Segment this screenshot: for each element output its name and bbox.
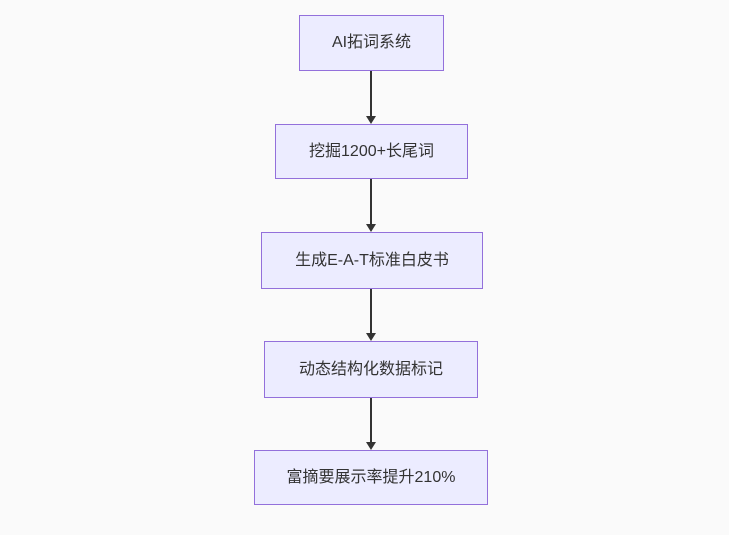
- edge-line: [370, 71, 372, 116]
- flowchart-node-label: 动态结构化数据标记: [298, 360, 443, 378]
- flowchart-edge-c-d: [365, 289, 377, 341]
- flowchart-node-ai-word-expansion: AI拓词系统: [299, 15, 444, 71]
- flowchart-node-label: AI拓词系统: [331, 34, 412, 52]
- arrowhead-down-icon: [366, 442, 376, 450]
- flowchart-edge-b-c: [365, 179, 377, 232]
- flowchart-node-rich-snippet-rate: 富摘要展示率提升210%: [254, 450, 488, 505]
- flowchart-node-label: 挖掘1200+长尾词: [309, 142, 434, 160]
- flowchart-node-label: 富摘要展示率提升210%: [286, 468, 456, 486]
- flowchart-edge-d-e: [365, 398, 377, 450]
- flowchart-node-label: 生成E-A-T标准白皮书: [295, 251, 449, 269]
- edge-line: [370, 179, 372, 224]
- arrowhead-down-icon: [366, 116, 376, 124]
- arrowhead-down-icon: [366, 333, 376, 341]
- edge-line: [370, 398, 372, 442]
- edge-line: [370, 289, 372, 333]
- flowchart-node-eat-whitepaper: 生成E-A-T标准白皮书: [261, 232, 483, 289]
- flowchart-node-structured-data-markup: 动态结构化数据标记: [264, 341, 478, 398]
- arrowhead-down-icon: [366, 224, 376, 232]
- flowchart-edge-a-b: [365, 71, 377, 124]
- flowchart-node-longtail-mining: 挖掘1200+长尾词: [275, 124, 468, 179]
